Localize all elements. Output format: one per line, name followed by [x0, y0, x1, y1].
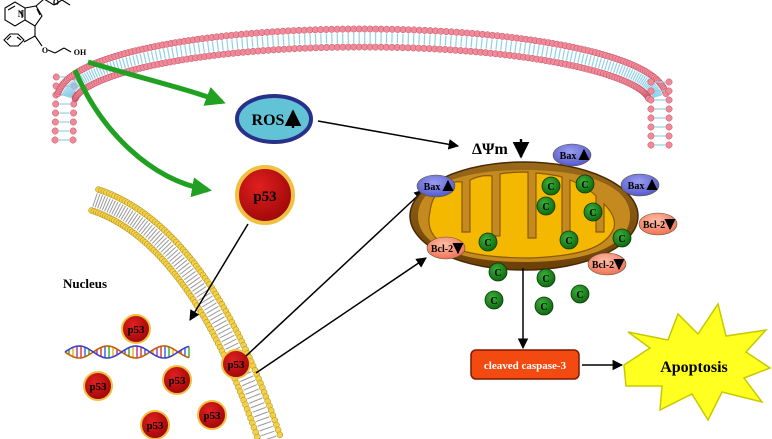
p53-molecule-label: p53 [203, 410, 221, 422]
bcl2-label: Bcl-2 [643, 220, 665, 231]
ester-oxygen-label: O [53, 0, 59, 7]
apoptosis-label: Apoptosis [660, 359, 728, 376]
cytochrome-c [478, 232, 498, 252]
p53-molecule [121, 314, 151, 344]
cytochrome-c-label: C [565, 236, 572, 247]
p53-molecule-label: p53 [89, 381, 107, 393]
cytochrome-c [484, 290, 504, 310]
cytochrome-c [536, 196, 556, 216]
cytochrome-c-label: C [490, 296, 497, 307]
p53-molecule [221, 349, 251, 379]
cytochrome-c-label: C [542, 202, 549, 213]
arrow-p53-to-bax [245, 189, 425, 357]
bcl2-label: Bcl-2 [592, 260, 614, 271]
cytochrome-c-label: C [494, 268, 501, 279]
cytochrome-c-label: C [547, 182, 554, 193]
caspase-box [470, 349, 580, 380]
cytochrome-c [536, 268, 556, 288]
arrow-ros-to-mito [317, 120, 460, 150]
p53-molecule-label: p53 [127, 324, 145, 336]
cytochrome-c-label: C [540, 302, 547, 313]
cytochrome-c [575, 174, 595, 194]
p53-molecule [162, 365, 192, 395]
cell-membrane-bilayer [51, 25, 673, 149]
p53-molecule [140, 410, 170, 439]
hydroxyl-label: OH [74, 48, 87, 57]
apoptosis-starburst [623, 302, 772, 422]
cytochrome-c [612, 228, 632, 248]
compound-structure [3, 0, 72, 54]
ether-oxygen-label: O [42, 46, 48, 55]
cytochrome-c-label: C [484, 238, 491, 249]
cytochrome-c [541, 176, 561, 196]
p53-molecule-label: p53 [227, 359, 245, 371]
membrane-potential-label: ΔΨm [472, 141, 509, 158]
bax-label: Bax [424, 182, 441, 193]
bax-label: Bax [560, 151, 577, 162]
ros-label: ROS [252, 112, 285, 129]
ros-node [235, 94, 313, 144]
p53-node [235, 165, 295, 225]
cytochrome-c-label: C [618, 234, 625, 245]
cytochrome-c-label: C [542, 274, 549, 285]
arrow-p53-to-dna [189, 223, 249, 321]
nuclear-membrane-bilayer [88, 186, 284, 439]
cytochrome-c-label: C [576, 290, 583, 301]
bcl2-label: Bcl-2 [431, 244, 453, 255]
cytochrome-c [583, 202, 603, 222]
cytochrome-c [559, 230, 579, 250]
p53-label: p53 [253, 189, 276, 205]
p53-molecule-label: p53 [146, 420, 164, 432]
cytochrome-c [570, 284, 590, 304]
caspase-label: cleaved caspase-3 [484, 360, 567, 372]
cytochrome-c [534, 296, 554, 316]
dna-helix [64, 345, 190, 359]
green-arrow-to-ros [87, 59, 226, 106]
p53-molecule-label: p53 [168, 375, 186, 387]
p53-molecule [197, 400, 227, 430]
bax-label: Bax [628, 181, 645, 192]
ring-nitrogen-label: N [18, 9, 25, 19]
carbonyl-oxygen-label: O [42, 0, 48, 1]
green-arrow-to-p53 [72, 69, 212, 198]
nucleus-label: Nucleus [63, 276, 107, 291]
cytochrome-c-label: C [589, 208, 596, 219]
cytochrome-c-label: C [581, 180, 588, 191]
arrow-p53-to-bcl2 [255, 257, 427, 374]
p53-molecule [83, 371, 113, 401]
cytochrome-c [488, 262, 508, 282]
